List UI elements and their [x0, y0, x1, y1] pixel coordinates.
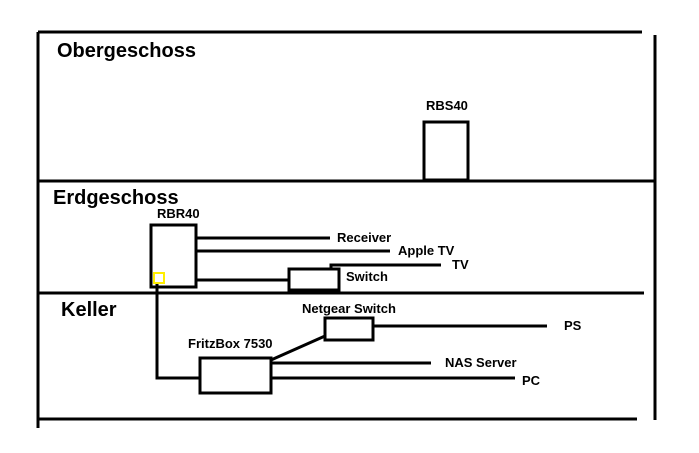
netgear-switch-box	[323, 316, 375, 342]
fritzbox-box	[198, 356, 273, 395]
line-rbr40-fritzbox	[155, 284, 200, 380]
switch-label: Switch	[346, 269, 388, 284]
line-fritzbox-netgear	[270, 334, 326, 362]
fritzbox-label: FritzBox 7530	[188, 336, 273, 351]
rbr40-port	[153, 272, 165, 284]
pc-label: PC	[522, 373, 541, 388]
line-switch-tv	[329, 263, 441, 269]
floor-label-upper: Obergeschoss	[57, 40, 196, 62]
floor-label-ground: Erdgeschoss	[53, 187, 179, 209]
netgear-switch-label: Netgear Switch	[302, 301, 396, 316]
rbs40-box	[422, 120, 470, 182]
switch-box	[287, 267, 341, 292]
nas-server-label: NAS Server	[445, 355, 517, 370]
receiver-label: Receiver	[337, 230, 391, 245]
ps-label: PS	[564, 318, 582, 333]
rbs40-label: RBS40	[426, 98, 468, 113]
apple-tv-label: Apple TV	[398, 243, 455, 258]
rbr40-label: RBR40	[157, 206, 200, 221]
floor-label-basement: Keller	[61, 299, 117, 321]
tv-label: TV	[452, 257, 469, 272]
building-outline	[36, 30, 657, 428]
